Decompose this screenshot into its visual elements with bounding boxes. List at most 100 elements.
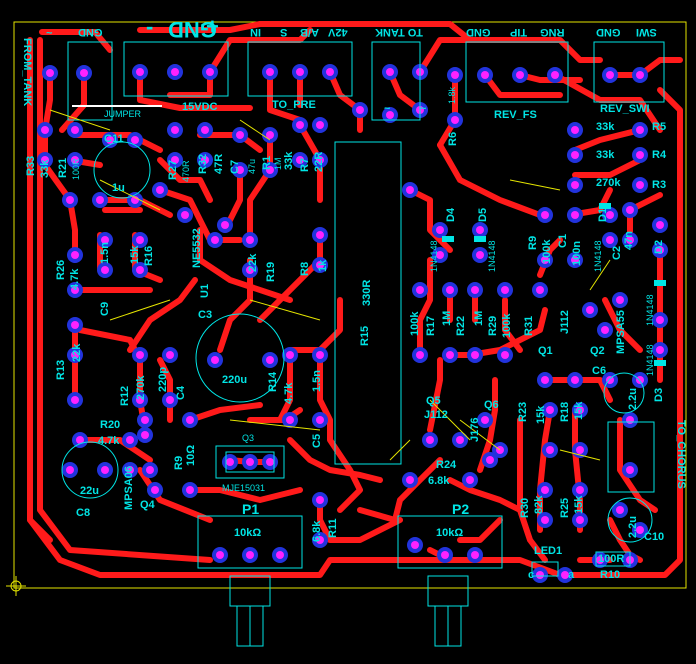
r21-value: 100R: [71, 158, 81, 180]
r5-value: 33k: [596, 121, 615, 133]
solder-pad-center: [171, 156, 179, 164]
r14-label: R14: [267, 371, 279, 392]
silkscreen-outlines: [61, 41, 665, 647]
tip-label: TIP: [510, 26, 528, 38]
r11-value: 6.8k: [311, 520, 323, 542]
r23-value: 15k: [535, 405, 547, 424]
solder-pad-center: [71, 351, 79, 359]
solder-pad-center: [596, 556, 604, 564]
r17-label: R17: [425, 315, 437, 336]
r19-label: R19: [265, 261, 277, 282]
solder-pad-center: [636, 151, 644, 159]
c2-label: C2: [611, 245, 623, 260]
r19-value: 22k: [247, 253, 259, 272]
r4-value: 33k: [596, 149, 615, 161]
p1-value: 10kΩ: [234, 527, 262, 539]
solder-pad-center: [136, 236, 144, 244]
r9-label: R9: [527, 235, 539, 250]
solder-pad-center: [406, 186, 414, 194]
solder-pad-center: [446, 286, 454, 294]
q5-type: J112: [424, 409, 448, 421]
d2-label: D2: [653, 239, 665, 254]
c8-value: 22u: [80, 485, 99, 497]
r23-label: R23: [517, 401, 529, 422]
solder-pad-center: [436, 226, 444, 234]
c1-label: C1: [557, 233, 569, 248]
solder-pad-center: [386, 68, 394, 76]
r27-label: R27: [167, 159, 179, 180]
solder-pad-center: [466, 476, 474, 484]
c3-value: 220u: [222, 374, 248, 386]
c9-value: 1.5n: [99, 241, 111, 264]
jumper-label: JUMPER: [104, 109, 142, 119]
led1-label: LED1: [534, 545, 563, 557]
r29-value: 1M: [473, 310, 485, 326]
solder-pad-center: [656, 316, 664, 324]
solder-pad-center: [616, 506, 624, 514]
solder-pad-center: [546, 446, 554, 454]
c4-label: C4: [175, 385, 187, 400]
r7-value: 22R: [313, 151, 325, 172]
solder-pad-center: [41, 126, 49, 134]
solder-pad-center: [636, 376, 644, 384]
r31-label: R31: [523, 315, 535, 336]
solder-pad-center: [601, 326, 609, 334]
solder-pad-center: [136, 68, 144, 76]
solder-pad-center: [101, 236, 109, 244]
solder-pad-center: [571, 181, 579, 189]
solder-pad-center: [236, 131, 244, 139]
solder-pad-center: [316, 496, 324, 504]
u1-label: U1: [199, 283, 211, 298]
d2-type: 1N4148: [645, 294, 655, 326]
solder-pad-center: [206, 68, 214, 76]
solder-pad-center: [626, 206, 634, 214]
r32-label: R32: [197, 153, 209, 174]
solder-pad-center: [221, 221, 229, 229]
d3-label: D3: [653, 387, 665, 402]
solder-pad-center: [541, 211, 549, 219]
solder-pad-center: [476, 226, 484, 234]
solder-pad-center: [266, 356, 274, 364]
gnd-right-label: GND: [596, 26, 621, 38]
r21-label: R21: [57, 157, 69, 178]
r22-value: 1M: [441, 310, 453, 326]
r9b-value: 10Ω: [185, 444, 197, 466]
rev-swi-label: REV_SWI: [600, 103, 650, 115]
solder-pad-center: [606, 71, 614, 79]
solder-pad-center: [96, 196, 104, 204]
r25-value: 15k: [573, 495, 585, 514]
r4-label: R4: [652, 149, 667, 161]
solder-pad-center: [246, 551, 254, 559]
solder-pad-center: [101, 466, 109, 474]
solder-pad-center: [416, 351, 424, 359]
solder-pad-center: [576, 486, 584, 494]
solder-pad-center: [481, 71, 489, 79]
r30-value: 82k: [533, 495, 545, 514]
tilde2-label: ~: [420, 103, 427, 115]
led1-anode: a: [568, 569, 575, 581]
r8-label: R8: [299, 261, 311, 276]
solder-pad-center: [456, 436, 464, 444]
solder-pad-center: [471, 286, 479, 294]
q3-label: Q3: [242, 433, 255, 443]
solder-pad-center: [76, 436, 84, 444]
solder-pad-center: [436, 251, 444, 259]
solder-pad-center: [606, 236, 614, 244]
solder-pad-center: [266, 68, 274, 76]
c8-label: C8: [76, 507, 91, 519]
solder-pad-center: [71, 126, 79, 134]
solder-pad-center: [181, 211, 189, 219]
solder-pad-center: [141, 431, 149, 439]
r26-value: 4.7k: [69, 268, 81, 290]
solder-pad-center: [136, 396, 144, 404]
solder-pad-center: [316, 121, 324, 129]
q5-label: Q5: [426, 395, 441, 407]
r33-value: 33k: [39, 159, 51, 178]
solder-pad-center: [71, 396, 79, 404]
solder-pad-center: [316, 536, 324, 544]
solder-pad-center: [541, 516, 549, 524]
to-chorus-label: TO_CHORUS: [675, 420, 687, 489]
solder-pad-center: [576, 406, 584, 414]
ne5532-label: NE5532: [191, 228, 203, 268]
d5-bar: [474, 236, 486, 242]
